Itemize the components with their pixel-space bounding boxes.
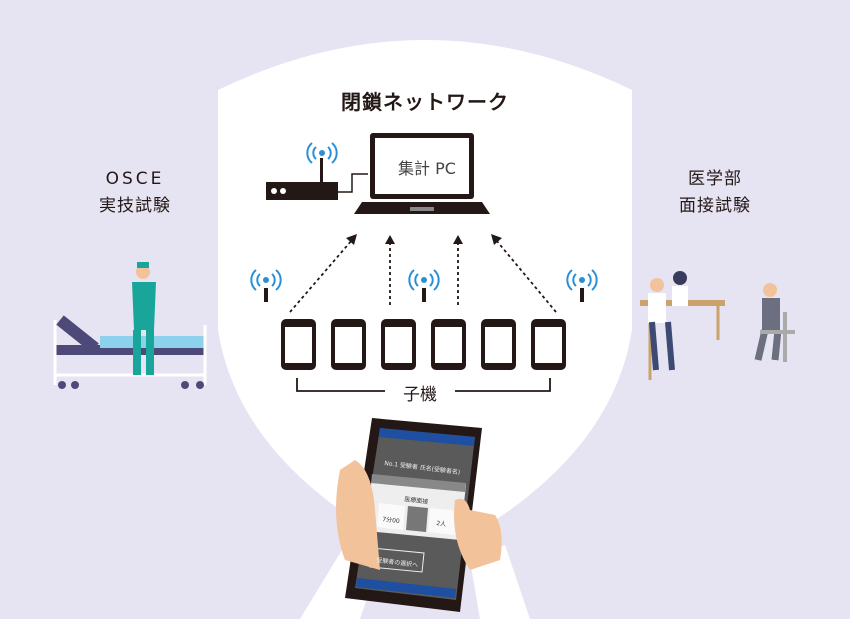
phone-icon — [381, 319, 416, 370]
pc-label: 集計 PC — [398, 159, 456, 178]
tablet-illustration — [300, 418, 530, 619]
osce-label-line2: 実技試験 — [99, 196, 171, 216]
wifi-icon — [306, 142, 338, 164]
phone-icon — [331, 319, 366, 370]
phone-icon — [281, 319, 316, 370]
osce-label: OSCE 実技試験 — [80, 166, 190, 220]
tablet-time-text: 7分00 — [381, 515, 401, 526]
child-devices-label: 子機 — [385, 380, 455, 405]
device-wifi-icons — [250, 269, 598, 291]
laptop-icon — [354, 133, 490, 214]
phone-icon — [531, 319, 566, 370]
router-icon — [266, 158, 368, 200]
arrow-heads — [346, 234, 502, 245]
interview-label: 医学部 面接試験 — [660, 166, 770, 220]
osce-label-line1: OSCE — [105, 169, 165, 189]
network-title: 閉鎖ネットワーク — [341, 90, 509, 114]
phone-icon — [431, 319, 466, 370]
interview-label-line2: 面接試験 — [679, 196, 751, 216]
child-devices — [281, 319, 566, 370]
interview-illustration — [640, 271, 795, 380]
data-arrows — [289, 239, 557, 313]
nurse-illustration — [132, 262, 156, 375]
interview-label-line1: 医学部 — [688, 169, 742, 189]
phone-icon — [481, 319, 516, 370]
antenna-stems — [264, 288, 584, 302]
tablet-count-text: 2人 — [435, 519, 447, 529]
hospital-bed-illustration — [53, 315, 207, 389]
